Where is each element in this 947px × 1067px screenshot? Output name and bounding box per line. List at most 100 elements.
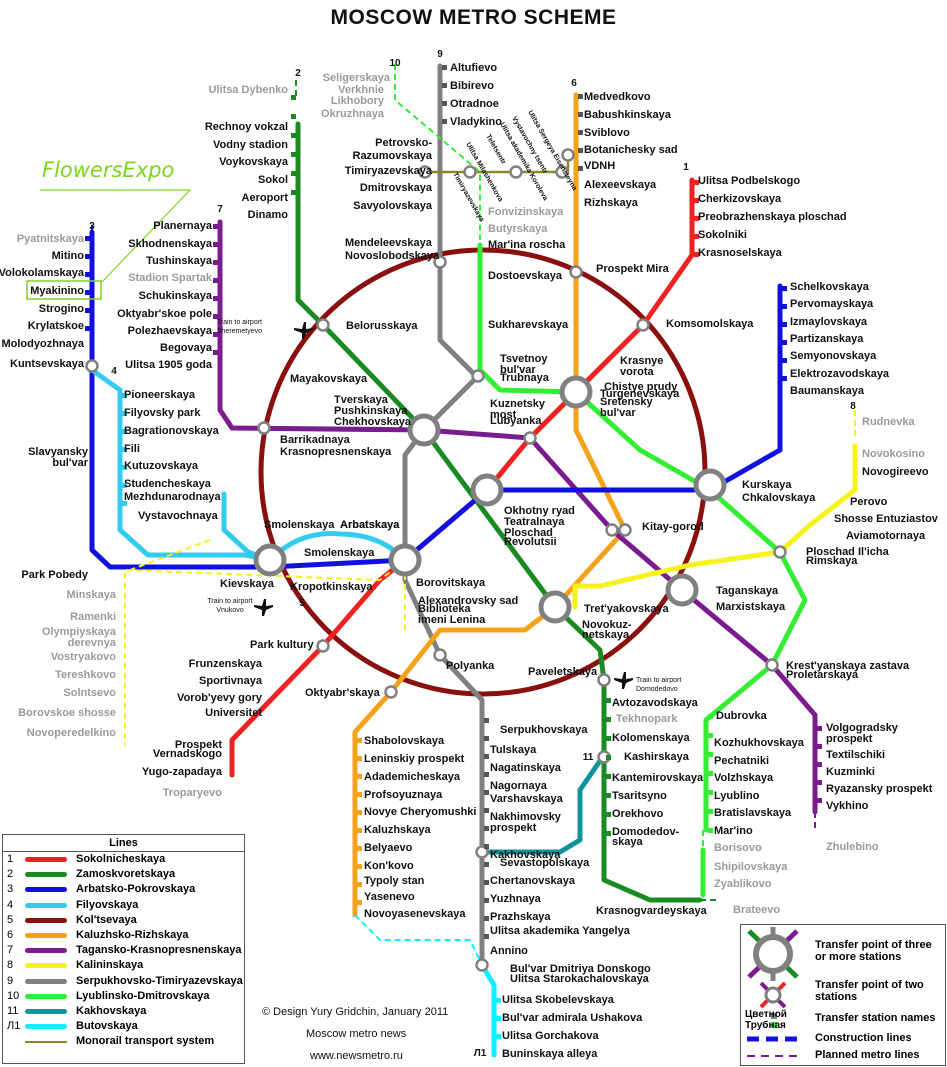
station-label: Dubrovka: [716, 710, 768, 722]
flowers-expo-label: FlowersExpo: [42, 158, 174, 182]
station-label: Fili: [124, 443, 140, 455]
station-label: Krasnoselskaya: [698, 247, 783, 259]
airplane-icon: [614, 672, 633, 689]
station-tick: [484, 862, 489, 867]
station-label: Ploschad Il'icha: [806, 546, 890, 558]
station-tick: [291, 95, 296, 100]
station-label: Baumanskaya: [790, 385, 865, 397]
legend-line-name: Kaluzhsko-Rizhskaya: [76, 929, 188, 941]
station-label: netskaya: [582, 629, 630, 641]
legend-line-name: Zamoskvoretskaya: [76, 868, 175, 880]
station-tick: [708, 714, 713, 719]
station-label: Paveletskaya: [528, 666, 598, 678]
station-label: Butyrskaya: [488, 223, 548, 235]
station-label: Mayakovskaya: [290, 373, 368, 385]
station-label: Pioneerskaya: [124, 389, 196, 401]
transfer-hub-small: [767, 660, 778, 671]
station-tick: [213, 260, 218, 265]
station-tick: [442, 83, 447, 88]
station-label: Kashirskaya: [624, 751, 690, 763]
line-number-label: 1: [683, 162, 689, 173]
legend-line-number: 10: [7, 990, 21, 1002]
station-label: Bibirevo: [450, 80, 494, 92]
station-label: Pechatniki: [714, 755, 769, 767]
legend-title: Lines: [3, 835, 244, 852]
station-tick: [782, 340, 787, 345]
legend-row: 4Filyovskaya: [3, 898, 244, 913]
station-label: Kon'kovo: [364, 860, 414, 872]
station-tick: [708, 771, 713, 776]
legend-line-name: Monorail transport system: [76, 1035, 214, 1047]
transfer-hub-small: [525, 433, 536, 444]
station-label: Pervomayskaya: [790, 298, 874, 310]
station-label: Ulitsa 1905 goda: [125, 359, 213, 371]
station-label: Sportivnaya: [199, 675, 263, 687]
transfer-hub-small: [318, 320, 329, 331]
station-label: Mar'ino: [714, 825, 753, 837]
station-label: Novogireevo: [862, 466, 929, 478]
station-tick: [357, 900, 362, 905]
station-label: Smolenskaya: [264, 519, 335, 531]
station-tick: [85, 236, 90, 241]
legend-color-bar: [25, 994, 67, 999]
legend-color-bar: [25, 948, 67, 953]
station-tick: [817, 726, 822, 731]
legend-row: 5Kol'tsevaya: [3, 913, 244, 928]
station-label: Orekhovo: [612, 808, 664, 820]
station-tick: [496, 1034, 501, 1039]
legend-line-number: 3: [7, 883, 21, 895]
station-label: Serpukhovskaya: [500, 724, 588, 736]
station-label: Solntsevo: [63, 687, 116, 699]
station-label: Chertanovskaya: [490, 875, 576, 887]
legend-line-number: 4: [7, 899, 21, 911]
legend-line-name: Kol'tsevaya: [76, 914, 137, 926]
station-tick: [484, 790, 489, 795]
station-label: Strogino: [39, 303, 84, 315]
station-label: Kurskaya: [742, 479, 792, 491]
station-label: Prospekt Mira: [596, 263, 670, 275]
station-label: Savyolovskaya: [353, 200, 433, 212]
station-tick: [357, 864, 362, 869]
station-label: Shosse Entuziastov: [834, 513, 939, 525]
station-label: Kuntsevskaya: [10, 358, 85, 370]
line-number-label: 6: [571, 78, 577, 89]
station-label: most: [490, 409, 517, 421]
station-label: Sviblovo: [584, 127, 630, 139]
station-label: Stadion Spartak: [128, 272, 213, 284]
station-tick: [782, 358, 787, 363]
transfer-hub-small: [775, 547, 786, 558]
station-label: Tekhnopark: [616, 713, 678, 725]
transfer3-icon: [749, 927, 797, 981]
line-l1: [482, 965, 494, 1055]
station-label: Aeroport: [242, 192, 289, 204]
credit-design: © Design Yury Gridchin, January 2011: [262, 1006, 448, 1018]
legend-line-number: Л1: [7, 1020, 21, 1032]
station-label: Yuzhnaya: [490, 893, 542, 905]
station-label: Ulitsa akademika Yangelya: [490, 925, 631, 937]
station-tick: [708, 828, 713, 833]
station-label: Barrikadnaya: [280, 434, 351, 446]
station-label: prospekt: [490, 822, 537, 834]
station-label: Schukinskaya: [139, 290, 213, 302]
station-label: Brateevo: [733, 904, 780, 916]
station-label: Annino: [490, 945, 528, 957]
station-label: Dostoevskaya: [488, 270, 563, 282]
station-tick: [606, 812, 611, 817]
transfer-hub-small: [318, 641, 329, 652]
station-tick: [817, 762, 822, 767]
station-label: Shabolovskaya: [364, 735, 445, 747]
station-tick: [442, 65, 447, 70]
station-tick: [708, 752, 713, 757]
transfer-hub-small: [620, 525, 631, 536]
lines-legend: Lines 1Sokolnicheskaya2Zamoskvoretskaya3…: [2, 834, 245, 1064]
station-label: bul'var: [600, 407, 636, 419]
transfer-hub-small: [599, 675, 610, 686]
station-label: Profsoyuznaya: [364, 789, 443, 801]
station-label: Kakhovskaya: [490, 849, 561, 861]
station-label: Planernaya: [153, 220, 213, 232]
legend-line-number: 1: [7, 853, 21, 865]
station-label: Typoly stan: [364, 875, 425, 887]
station-label: Polezhaevskaya: [128, 325, 213, 337]
station-label: Arbatskaya: [340, 519, 400, 531]
station-tick: [291, 114, 296, 119]
